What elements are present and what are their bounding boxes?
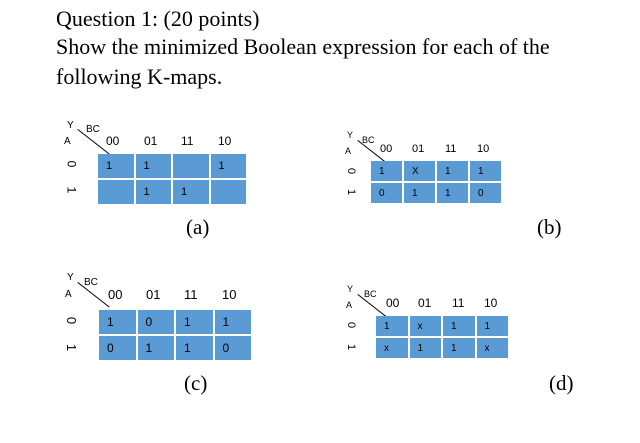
kmap-corner-y: Y — [347, 130, 354, 140]
kmap-corner-a: A — [345, 146, 352, 156]
kmap-cell — [98, 180, 134, 204]
kmap-label-b: (b) — [537, 215, 562, 239]
col-label-10: 10 — [484, 296, 498, 310]
kmap-cell: 0 — [371, 183, 402, 203]
kmap-label-d: (d) — [549, 371, 574, 395]
kmap-cell: 1 — [371, 161, 402, 181]
col-label-00: 00 — [106, 134, 120, 148]
col-label-11: 11 — [452, 296, 465, 310]
kmap-cell: x — [476, 338, 508, 358]
kmap-cell: 1 — [443, 316, 475, 336]
kmap-cell: 0 — [99, 336, 136, 360]
kmap-cell: 0 — [137, 310, 174, 334]
kmap-a: Y BC A 00 01 11 10 0 1 1 1 1 1 1 — [62, 120, 262, 210]
kmap-corner-bc: BC — [362, 135, 375, 145]
kmap-cell: 0 — [470, 183, 501, 203]
kmap-cell — [210, 180, 246, 204]
col-label-11: 11 — [445, 143, 457, 155]
kmap-cell: 1 — [176, 336, 213, 360]
col-label-11: 11 — [184, 287, 198, 302]
kmap-grid: 1 x 1 1 x 1 1 x — [376, 316, 508, 358]
question-text: Show the minimized Boolean expression fo… — [56, 34, 550, 89]
question-title: Question 1: (20 points) — [56, 6, 260, 31]
row-label-0: 0 — [345, 167, 358, 175]
col-label-10: 10 — [222, 287, 237, 302]
col-label-01: 01 — [146, 287, 161, 302]
kmap-cell: 1 — [135, 154, 171, 178]
kmap-corner-bc: BC — [364, 289, 377, 299]
kmap-grid: 1 1 1 1 1 — [98, 154, 246, 204]
kmap-cell: 1 — [376, 316, 408, 336]
col-label-10: 10 — [477, 143, 490, 155]
row-label-0: 0 — [345, 321, 358, 329]
kmap-grid: 1 0 1 1 0 1 1 0 — [99, 310, 251, 360]
row-label-0: 0 — [64, 316, 80, 325]
col-label-01: 01 — [418, 296, 432, 310]
kmap-cell: 1 — [476, 316, 508, 336]
kmap-cell: 1 — [437, 161, 468, 181]
col-label-00: 00 — [386, 296, 400, 310]
kmap-cell — [173, 154, 209, 178]
kmap-cell: 1 — [443, 338, 475, 358]
kmap-label-a: (a) — [186, 215, 210, 239]
kmap-cell: 1 — [176, 310, 213, 334]
kmap-cell: 1 — [137, 336, 174, 360]
kmap-cell: 1 — [173, 180, 209, 204]
col-label-00: 00 — [108, 287, 123, 302]
col-label-01: 01 — [412, 143, 425, 155]
kmap-cell: 1 — [98, 154, 134, 178]
kmap-corner-bc: BC — [86, 124, 100, 135]
kmap-corner-y: Y — [67, 272, 74, 283]
col-label-10: 10 — [218, 134, 232, 148]
kmap-cell: X — [404, 161, 435, 181]
row-label-1: 1 — [345, 188, 358, 196]
kmap-label-c: (c) — [184, 371, 208, 395]
kmap-cell: 1 — [470, 161, 501, 181]
kmap-cell: 1 — [210, 154, 246, 178]
col-label-00: 00 — [380, 143, 393, 155]
row-label-0: 0 — [64, 160, 79, 168]
row-label-1: 1 — [345, 343, 358, 351]
kmap-cell: x — [376, 338, 408, 358]
kmap-corner-a: A — [64, 136, 71, 147]
kmap-b: Y BC A 00 01 11 10 0 1 1 X 1 1 0 1 1 0 — [342, 130, 512, 210]
kmap-cell: 1 — [404, 183, 435, 203]
kmap-corner-bc: BC — [84, 277, 98, 288]
kmap-d: Y BC A 00 01 11 10 0 1 1 x 1 1 x 1 1 x — [342, 284, 522, 364]
kmap-cell: 1 — [409, 338, 441, 358]
kmap-grid: 1 X 1 1 0 1 1 0 — [371, 161, 501, 203]
kmap-corner-a: A — [65, 289, 72, 300]
kmap-cell: 1 — [99, 310, 136, 334]
kmap-corner-y: Y — [347, 284, 354, 294]
kmap-corner-a: A — [346, 300, 353, 310]
row-label-1: 1 — [64, 186, 79, 194]
kmap-cell: x — [409, 316, 441, 336]
col-label-01: 01 — [144, 134, 158, 148]
kmap-cell: 1 — [437, 183, 468, 203]
col-label-11: 11 — [181, 134, 194, 148]
row-label-1: 1 — [64, 343, 80, 352]
kmap-corner-y: Y — [67, 120, 74, 131]
kmap-c: Y BC A 00 01 11 10 0 1 1 0 1 1 0 1 1 0 — [62, 272, 262, 362]
kmap-cell: 1 — [135, 180, 171, 204]
kmap-cell: 0 — [214, 336, 251, 360]
kmap-cell: 1 — [214, 310, 251, 334]
